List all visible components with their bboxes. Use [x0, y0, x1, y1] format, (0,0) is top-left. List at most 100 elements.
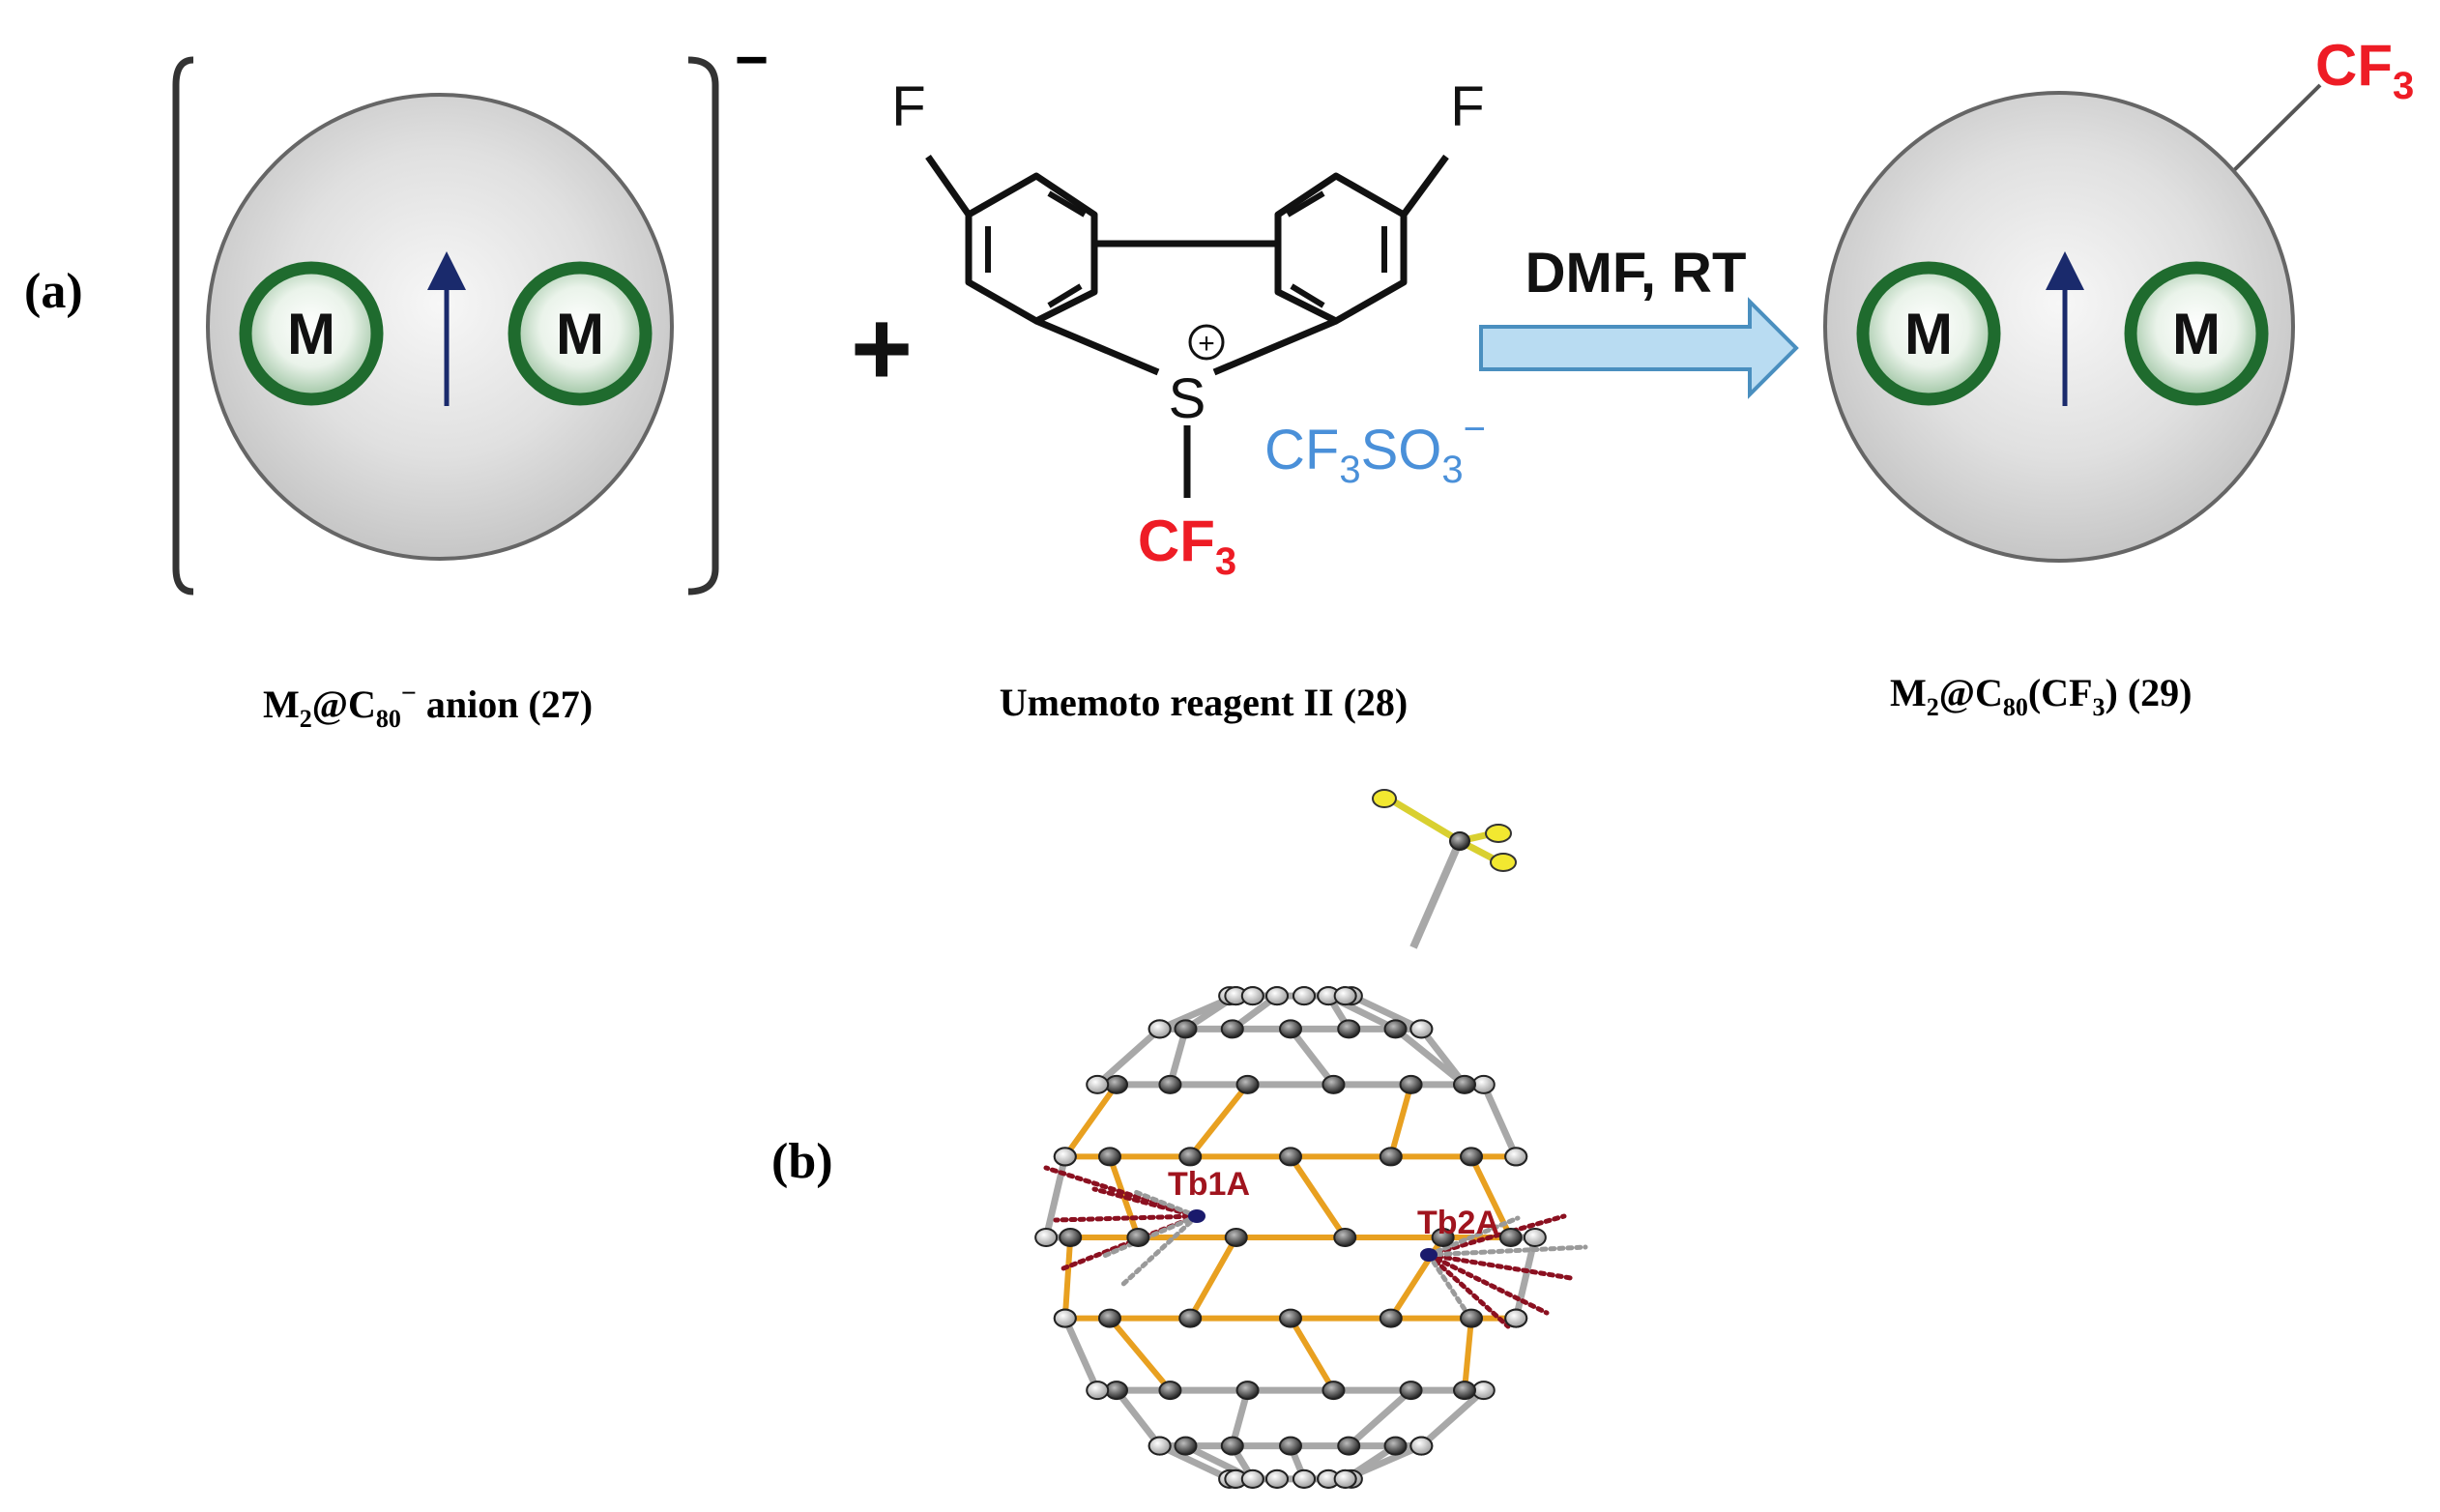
carbon-atom: [1053, 1308, 1077, 1328]
product-metal-label-left: M: [1904, 302, 1953, 366]
product-fullerene-cage: [1823, 91, 2295, 563]
carbon-atom: [1235, 1074, 1260, 1094]
reactant-anion: − M M: [172, 27, 769, 596]
carbon-atom: [1086, 1074, 1110, 1094]
anion-charge: −: [735, 27, 769, 92]
cage-bond: [1288, 1153, 1349, 1240]
cage-bond: [1387, 1081, 1414, 1160]
carbon-atom: [1337, 1019, 1361, 1039]
carbon-atom: [1322, 1074, 1346, 1094]
product-metal-right: M: [2124, 261, 2269, 406]
sulfonium-charge-icon: [1188, 324, 1225, 361]
carbon-atom: [1220, 1019, 1244, 1039]
carbon-atom: [1452, 1381, 1476, 1401]
right-bracket: [687, 56, 719, 596]
cage-bond: [1061, 1235, 1074, 1322]
carbon-atom: [1265, 1468, 1290, 1489]
carbon-atom: [1178, 1147, 1203, 1167]
fluorine-atom: [1485, 824, 1512, 843]
cf3-group: [1372, 789, 1517, 949]
tb-contact-0: [1053, 1213, 1200, 1223]
carbon-atom: [1240, 986, 1264, 1006]
carbon-atom: [1126, 1228, 1150, 1247]
cage-bond: [1417, 1025, 1468, 1089]
carbon-atom: [1279, 1019, 1302, 1039]
product-cf3: CF3: [2315, 33, 2414, 107]
left-bracket: [172, 56, 194, 596]
cage-bond: [1348, 992, 1425, 1032]
cage-bond: [1187, 1081, 1251, 1160]
inner-double-bonds: [985, 190, 1387, 308]
carbon-atom: [1097, 1308, 1121, 1328]
carbon-atom: [1158, 1074, 1182, 1094]
carbon-atom: [1279, 1308, 1302, 1328]
carbon-atom: [1147, 1436, 1172, 1456]
panel-b-label: (b): [771, 1134, 833, 1189]
carbon-atom: [1158, 1381, 1182, 1401]
counter-ion: CF3SO3−: [1264, 408, 1486, 491]
carbon-atom: [1379, 1147, 1403, 1167]
metal-label-left: M: [287, 302, 335, 366]
carbon-atom: [1097, 1147, 1121, 1167]
cage-bond: [1113, 1386, 1164, 1450]
tb-contact-0: [1118, 1213, 1200, 1289]
carbon-atom: [1523, 1228, 1547, 1247]
product-metal-label-right: M: [2172, 302, 2221, 366]
tb2a-label: Tb2A: [1417, 1205, 1499, 1241]
carbon-atom: [1279, 1436, 1302, 1456]
reagent-caption: Umemoto reagent II (28): [1000, 681, 1408, 724]
reaction-conditions: DMF, RT: [1525, 242, 1747, 305]
cage-carbon-atoms: [1034, 986, 1547, 1489]
cf3-carbon-atom: [1449, 831, 1470, 851]
carbon-atom: [1498, 1228, 1523, 1247]
fluorine-left: F: [891, 75, 925, 138]
cage-bond: [1288, 1315, 1337, 1394]
tb-contact-1: [1426, 1252, 1574, 1281]
carbon-atom: [1460, 1308, 1484, 1328]
carbon-atom: [1399, 1074, 1423, 1094]
carbon-atom: [1235, 1381, 1260, 1401]
fluorine-atom: [1490, 853, 1517, 872]
carbon-atom: [1383, 1019, 1408, 1039]
carbon-atom: [1034, 1228, 1059, 1247]
cage-bond: [1287, 1025, 1337, 1089]
cf3-attachment-bond: [2223, 83, 2322, 181]
sulfur-bond-right: [1212, 317, 1338, 376]
metal-atom-right: M: [508, 261, 653, 406]
carbon-atom: [1292, 1468, 1316, 1489]
carbon-atom: [1452, 1074, 1476, 1094]
carbon-atom: [1379, 1308, 1403, 1328]
carbon-atom: [1399, 1381, 1423, 1401]
metal-atom-left: M: [239, 261, 384, 406]
carbon-atom: [1431, 1228, 1455, 1247]
tb-contact-1: [1426, 1213, 1567, 1258]
tb-contact-1: [1426, 1252, 1472, 1320]
carbon-atom: [1333, 1228, 1357, 1247]
carbon-atom: [1220, 1436, 1244, 1456]
carbon-atom: [1174, 1019, 1198, 1039]
plus-sign: +: [851, 289, 913, 408]
sulfonium-charge: +: [1198, 328, 1215, 360]
product-adduct: M M: [1823, 83, 2322, 563]
tb-cage-contacts: [1043, 1165, 1588, 1329]
carbon-atom: [1105, 1074, 1129, 1094]
carbon-atom: [1174, 1436, 1198, 1456]
reagent-cf3: CF3: [1138, 509, 1236, 583]
tb1a-label: Tb1A: [1168, 1166, 1250, 1203]
carbon-atom: [1178, 1308, 1203, 1328]
product-metal-left: M: [1856, 261, 2001, 406]
carbon-atom: [1059, 1228, 1083, 1247]
panel-a-label: (a): [24, 264, 83, 319]
carbon-atom: [1240, 1468, 1264, 1489]
carbon-atom: [1279, 1147, 1302, 1167]
cage-bond: [1106, 1315, 1174, 1394]
carbon-atom: [1086, 1381, 1110, 1401]
cage-bond: [1061, 1081, 1120, 1160]
carbon-atom: [1224, 1228, 1248, 1247]
cage-bond: [1156, 1442, 1234, 1483]
cage-bond: [1392, 1025, 1468, 1089]
carbon-atom: [1322, 1381, 1346, 1401]
cage-bond: [1345, 1386, 1415, 1450]
product-caption: M2@C80(CF3) (29): [1890, 671, 2192, 721]
